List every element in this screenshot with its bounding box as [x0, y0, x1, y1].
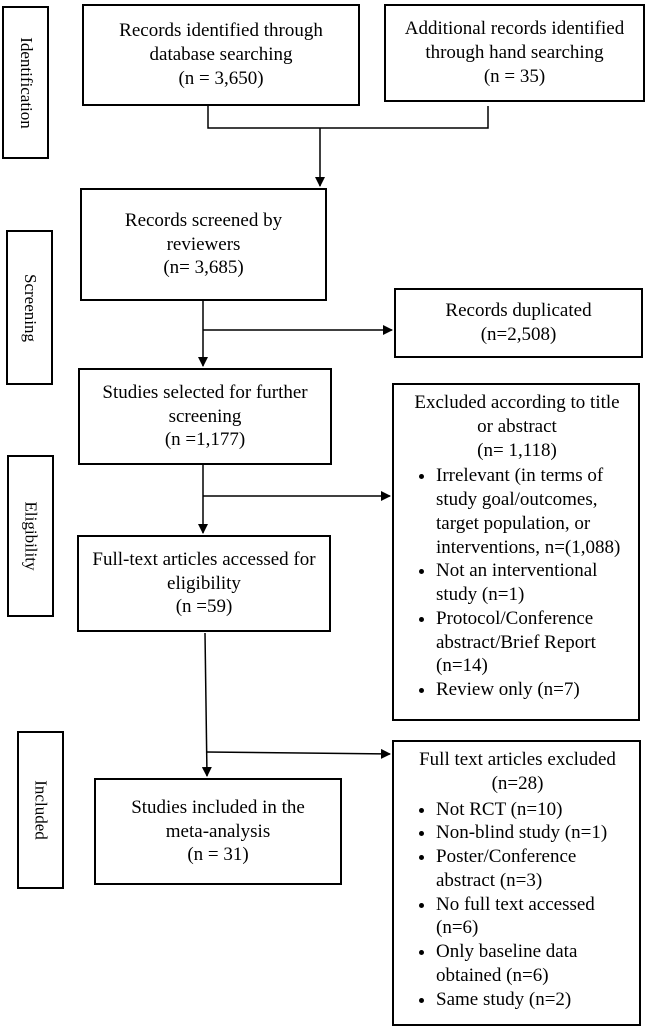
selected-studies-line-1: Studies selected for further: [102, 381, 308, 403]
arrow-to-excluded-fulltext: [205, 748, 391, 759]
excluded-reason-protocol: Protocol/Conference abstract/Brief Repor…: [436, 607, 628, 678]
excluded-title-header-line-1: Excluded according to title: [414, 392, 620, 413]
fulltext-reason-no-fulltext: No full text accessed (n=6): [436, 893, 629, 941]
screened-records-box: Records screened by reviewers (n= 3,685): [80, 188, 327, 301]
fulltext-assessed-line-2: eligibility: [167, 572, 241, 594]
excluded-title-header: Excluded according to title or abstract …: [406, 391, 628, 462]
excluded-reason-irrelevant: Irrelevant (in terms of study goal/outco…: [436, 464, 628, 559]
database-records-box: Records identified through database sear…: [82, 4, 360, 106]
excluded-title-count: (n= 1,118): [477, 439, 557, 461]
fulltext-reason-baseline-only: Only baseline data obtained (n=6): [436, 940, 629, 988]
fulltext-reason-same-study: Same study (n=2): [436, 988, 629, 1012]
excluded-reason-review: Review only (n=7): [436, 678, 628, 702]
selected-studies-count: (n =1,177): [164, 429, 246, 451]
stage-eligibility: Eligibility: [7, 455, 54, 617]
stage-screening: Screening: [6, 230, 53, 385]
arrow-to-included: [201, 632, 212, 777]
excluded-title-header-line-2: or abstract: [477, 415, 557, 437]
database-records-count: (n = 3,650): [178, 67, 264, 89]
screened-records-count: (n= 3,685): [163, 257, 244, 279]
stage-screening-label: Screening: [20, 273, 40, 342]
fulltext-assessed-count: (n =59): [175, 596, 233, 618]
fulltext-assessed-line-1: Full-text articles accessed for: [92, 548, 316, 570]
selected-studies-box: Studies selected for further screening (…: [78, 368, 332, 465]
duplicated-records-line-1: Records duplicated: [445, 300, 592, 322]
stage-identification: Identification: [2, 6, 49, 159]
database-records-line-1: Records identified through: [119, 20, 323, 42]
merge-connector: [207, 106, 489, 129]
fulltext-assessed-box: Full-text articles accessed for eligibil…: [77, 535, 331, 632]
stage-included: Included: [17, 731, 64, 889]
excluded-fulltext-header-line-1: Full text articles excluded: [419, 749, 616, 770]
hand-search-count: (n = 35): [483, 65, 546, 87]
hand-search-box: Additional records identified through ha…: [384, 4, 645, 102]
excluded-reason-not-interventional: Not an interventional study (n=1): [436, 559, 628, 607]
excluded-title-reasons: Irrelevant (in terms of study goal/outco…: [406, 464, 628, 702]
screened-records-line-1: Records screened by: [124, 209, 283, 231]
excluded-fulltext-reasons: Not RCT (n=10) Non-blind study (n=1) Pos…: [406, 798, 629, 1012]
screened-records-line-2: reviewers: [166, 233, 241, 255]
selected-studies-line-2: screening: [168, 405, 242, 427]
hand-search-line-2: through hand searching: [425, 42, 604, 64]
fulltext-reason-non-blind: Non-blind study (n=1): [436, 821, 629, 845]
duplicated-records-count: (n=2,508): [480, 324, 557, 345]
database-records-line-2: database searching: [149, 44, 293, 66]
included-studies-line-1: Studies included in the: [131, 796, 305, 818]
excluded-fulltext-box: Full text articles excluded (n=28) Not R…: [392, 740, 641, 1026]
excluded-fulltext-count: (n=28): [491, 772, 544, 794]
hand-search-line-1: Additional records identified: [404, 18, 625, 40]
fulltext-reason-not-rct: Not RCT (n=10): [436, 798, 629, 822]
duplicated-records-box: Records duplicated (n=2,508): [394, 288, 643, 358]
stage-included-label: Included: [31, 780, 51, 840]
included-studies-box: Studies included in the meta-analysis (n…: [94, 778, 342, 885]
included-studies-count: (n = 31): [187, 844, 249, 866]
stage-eligibility-label: Eligibility: [21, 501, 41, 571]
included-studies-line-2: meta-analysis: [165, 820, 271, 842]
excluded-title-abstract-box: Excluded according to title or abstract …: [392, 383, 640, 721]
excluded-fulltext-header: Full text articles excluded (n=28): [406, 748, 629, 796]
fulltext-reason-poster: Poster/Conference abstract (n=3): [436, 845, 629, 893]
stage-identification-label: Identification: [16, 36, 36, 129]
